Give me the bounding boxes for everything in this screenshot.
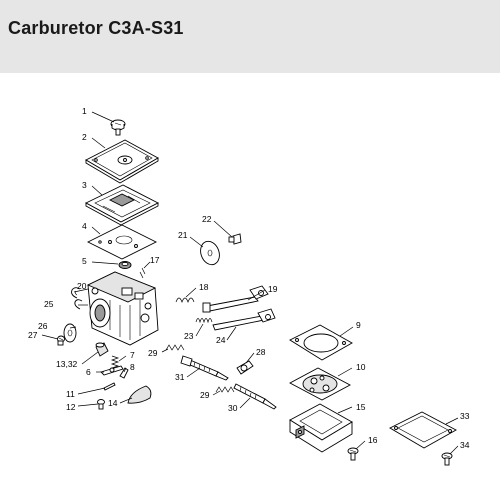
part-29b-spring[interactable]	[215, 386, 235, 393]
part-1-screw[interactable]	[110, 119, 126, 136]
callout-8: 8	[130, 362, 135, 372]
leader-lines	[41, 111, 459, 455]
callout-15: 15	[356, 402, 366, 412]
part-9-gasket[interactable]	[289, 324, 353, 361]
part-11-pin[interactable]	[103, 382, 116, 391]
part-20-clip[interactable]	[71, 287, 81, 299]
callout-31: 31	[175, 372, 185, 382]
callout-18: 18	[199, 282, 209, 292]
callout-27: 27	[28, 330, 38, 340]
callout-16: 16	[368, 435, 378, 445]
callout-3: 3	[82, 180, 87, 190]
part-27-screw[interactable]	[57, 335, 65, 346]
part-33-cover-gasket[interactable]	[389, 411, 457, 449]
callout-24: 24	[216, 335, 226, 345]
callout-22: 22	[202, 214, 212, 224]
carburetor-body[interactable]	[86, 271, 159, 346]
callout-labels: 1 2 3 4 5 6 7 8 9 10 11 12 13,32 14 15 1…	[28, 106, 470, 450]
callout-29a: 29	[148, 348, 158, 358]
part-19-throttle-shaft[interactable]	[202, 285, 269, 313]
callout-25: 25	[44, 299, 54, 309]
callout-29b: 29	[200, 390, 210, 400]
title-bar: Carburetor C3A-S31	[0, 0, 500, 73]
part-28-limiter-cap[interactable]	[236, 360, 254, 375]
part-10-pump-diaphragm[interactable]	[289, 367, 351, 401]
callout-6: 6	[86, 367, 91, 377]
callout-10: 10	[356, 362, 366, 372]
part-34-screw[interactable]	[441, 452, 453, 466]
callout-11: 11	[66, 389, 75, 399]
callout-23: 23	[184, 331, 194, 341]
part-17-pin[interactable]	[139, 267, 146, 279]
part-23-spring[interactable]	[195, 318, 213, 324]
callout-1: 1	[82, 106, 87, 116]
callout-7: 7	[130, 350, 135, 360]
callout-34: 34	[460, 440, 470, 450]
part-2-cover[interactable]	[85, 139, 159, 184]
part-6-lever[interactable]	[100, 365, 124, 376]
part-12-screw[interactable]	[97, 399, 105, 410]
part-13-32-sleeve[interactable]	[95, 342, 109, 357]
callout-33: 33	[460, 411, 470, 421]
part-25-clip[interactable]	[74, 299, 83, 310]
part-8-spindle[interactable]	[119, 367, 129, 379]
callout-30: 30	[228, 403, 238, 413]
part-18-spring[interactable]	[175, 297, 195, 303]
part-3-diaphragm[interactable]	[85, 184, 159, 226]
part-30-adjusting-screw[interactable]	[233, 383, 277, 410]
part-24-choke-shaft[interactable]	[212, 308, 276, 331]
callout-20: 20	[77, 281, 87, 291]
callout-4: 4	[82, 221, 87, 231]
part-4-gasket[interactable]	[86, 224, 158, 260]
callout-2: 2	[82, 132, 87, 142]
part-5-strainer[interactable]	[118, 261, 132, 269]
callout-17: 17	[150, 255, 160, 265]
callout-26: 26	[38, 321, 48, 331]
page-title: Carburetor C3A-S31	[8, 18, 184, 38]
callout-14: 14	[108, 398, 118, 408]
part-31-adjusting-screw[interactable]	[180, 355, 229, 381]
callout-9: 9	[356, 320, 361, 330]
part-26-disc[interactable]	[63, 323, 77, 343]
callout-19: 19	[268, 284, 278, 294]
callout-12: 12	[66, 402, 76, 412]
part-29a-spring[interactable]	[165, 344, 185, 351]
part-7-spring[interactable]	[110, 355, 120, 369]
part-14-needle[interactable]	[127, 385, 152, 404]
callout-13-32: 13,32	[56, 359, 78, 369]
part-16-screw[interactable]	[347, 447, 359, 461]
callout-5: 5	[82, 256, 87, 266]
callout-21: 21	[178, 230, 188, 240]
callout-28: 28	[256, 347, 266, 357]
part-21-disc[interactable]	[197, 239, 222, 268]
part-15-pump-cover[interactable]	[289, 403, 353, 453]
